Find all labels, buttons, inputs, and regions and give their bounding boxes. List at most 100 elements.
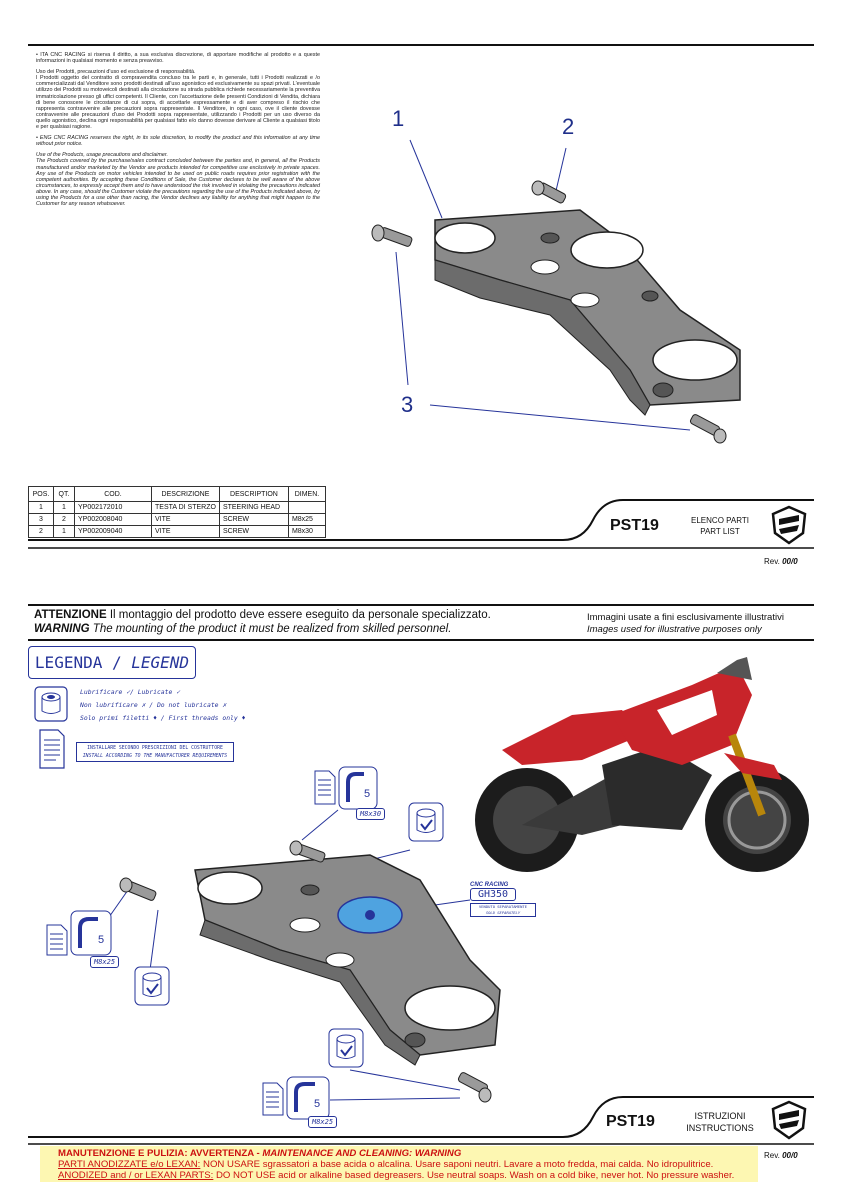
lightening-hole-b1 <box>289 917 321 933</box>
boss-hole-b1 <box>300 884 320 896</box>
maintenance-it: PARTI ANODIZZATE e/o LEXAN: NON USARE sg… <box>58 1159 713 1170</box>
rev-label-1: Rev. <box>764 557 780 566</box>
disclaimer-ita-head: • ITA CNC RACING si riserva il diritto, … <box>36 52 320 65</box>
instructions-en: INSTRUCTIONS <box>686 1123 754 1133</box>
steering-head-drawing <box>371 139 741 444</box>
leader-line-2 <box>554 147 567 196</box>
parts-table: POS. QT. COD. DESCRIZIONE DESCRIPTION DI… <box>28 486 326 538</box>
cell-descrizione: VITE <box>151 525 220 538</box>
screw-m8x25-b <box>457 1072 492 1103</box>
callout-1: 1 <box>392 106 405 131</box>
document-icon <box>262 1082 284 1116</box>
callout-2: 2 <box>562 114 575 139</box>
torque-value-2: 5 <box>98 934 105 946</box>
leader-lube-2 <box>149 909 159 971</box>
front-fender <box>724 753 782 780</box>
cell-description: SCREW <box>218 525 289 538</box>
windscreen <box>717 657 752 680</box>
leader-line-3a <box>395 251 409 386</box>
fork-hole-left <box>434 222 496 254</box>
document-icon <box>39 729 65 769</box>
disclaimer-eng-title: Use of the Products, usage precautions a… <box>36 152 168 159</box>
screw-3-left <box>371 224 413 247</box>
gh350-note-en: SOLD SEPARATELY <box>485 910 521 915</box>
legend-lubricate: Lubrificare ✓/ Lubricate ✓ <box>80 688 181 696</box>
lightening-hole-b2 <box>325 952 355 968</box>
document-icon <box>314 770 336 805</box>
warning-it-text: Il montaggio del prodotto deve essere es… <box>106 609 491 621</box>
rev-value-2: 00/0 <box>782 1151 798 1160</box>
instructions-label: ISTRUZIONI INSTRUCTIONS <box>680 1110 760 1134</box>
gh350-center <box>365 910 375 920</box>
revision-2: Rev. 00/0 <box>764 1151 798 1160</box>
maintenance-title-it: MANUTENZIONE E PULIZIA: AVVERTENZA - <box>58 1148 263 1159</box>
gh350-note-it: VENDUTO SEPARATAMENTE <box>478 904 527 909</box>
leader-m8x30 <box>301 809 339 841</box>
part-code-1: PST19 <box>610 517 659 534</box>
clamp-side <box>434 259 651 416</box>
rev-label-2: Rev. <box>764 1151 780 1160</box>
gh350-sold-separately: VENDUTO SEPARATAMENTE SOLD SEPARATELY <box>470 903 536 917</box>
install-note: INSTALLARE SECONDO PRESCRIZIONI DEL COST… <box>76 742 234 762</box>
lightening-hole-1 <box>530 259 560 275</box>
torque-wrench-icon <box>70 910 112 956</box>
tail-section <box>502 710 642 765</box>
maintenance-it-text: NON USARE sgrassatori a base acida o alc… <box>200 1159 714 1170</box>
legend-title-it: LEGENDA <box>34 653 103 672</box>
instructions-it: ISTRUZIONI <box>694 1111 746 1121</box>
top-border <box>28 44 814 46</box>
boss-hole-1 <box>540 232 560 244</box>
callout-3: 3 <box>401 392 414 417</box>
lubricant-can-icon <box>408 802 444 842</box>
disclaimer-eng-head: • ENG CNC RACING reserves the right, in … <box>36 135 320 148</box>
torque-value-1: 5 <box>364 788 371 800</box>
cnc-racing-logo <box>771 505 807 545</box>
legend-no-lubricate: Non lubrificare ✗ / Do not lubricate ✗ <box>80 701 227 709</box>
lightening-hole-2 <box>570 292 600 308</box>
maintenance-en: ANODIZED and / or LEXAN PARTS: DO NOT US… <box>58 1170 734 1181</box>
pinch-hole <box>652 382 674 398</box>
table-row: 1 1 YP002172010 TESTA DI STERZO STEERING… <box>28 501 326 514</box>
cell-dimen: M8x25 <box>287 513 326 526</box>
disclaimer-ita-title: Uso dei Prodotti, precauzioni d'uso ed e… <box>36 69 196 76</box>
lubricant-can-icon <box>34 686 68 722</box>
warning-en-bold: WARNING <box>34 623 90 635</box>
pinch-hole-2 <box>404 1032 426 1048</box>
cell-cod: YP002009040 <box>74 525 152 538</box>
rev-value-1: 00/0 <box>782 557 798 566</box>
gh350-code: GH350 <box>470 888 516 901</box>
maintenance-en-text: DO NOT USE acid or alkaline based degrea… <box>213 1170 735 1181</box>
section-divider <box>28 604 814 606</box>
gh350-brand: CNC RACING <box>470 882 509 888</box>
boss-hole-2 <box>641 290 659 302</box>
gh350-callout: CNC RACING GH350 VENDUTO SEPARATAMENTE S… <box>470 882 536 924</box>
legend-first-threads: Solo primi filetti ♦ / First threads onl… <box>80 714 246 722</box>
screw-m8x25-a <box>119 877 157 901</box>
images-note-en: Images used for illustrative purposes on… <box>587 624 762 635</box>
cnc-racing-logo <box>771 1100 807 1140</box>
warning-en: WARNING The mounting of the product it m… <box>34 623 451 635</box>
leader-lube-3 <box>349 1069 461 1091</box>
screw-3-right <box>689 414 727 444</box>
part-code-2: PST19 <box>606 1113 655 1130</box>
table-row: 2 1 YP002009040 VITE SCREW M8x30 <box>28 525 326 538</box>
maintenance-banner: MANUTENZIONE E PULIZIA: AVVERTENZA - MAI… <box>40 1146 758 1182</box>
leader-m8x25-b <box>329 1097 461 1101</box>
fork-hole-left-2 <box>197 871 263 905</box>
disclaimer-text: • ITA CNC RACING si riserva il diritto, … <box>36 52 320 212</box>
document-icon <box>46 924 68 956</box>
maintenance-it-label: PARTI ANODIZZATE e/o LEXAN: <box>58 1159 201 1170</box>
warning-underline <box>28 639 814 641</box>
cell-dimen: M8x30 <box>287 525 326 538</box>
engine <box>602 745 712 830</box>
leader-line-3b <box>429 404 691 431</box>
clamp-side-2 <box>199 919 421 1066</box>
torque-value-3: 5 <box>314 1098 321 1110</box>
size-label-m8x25-a: M8x25 <box>90 956 120 968</box>
fork-hole-right-2 <box>404 985 496 1031</box>
fork <box>728 733 766 817</box>
fork-hole-right <box>652 339 738 381</box>
assembly-drawing <box>99 809 501 1103</box>
rear-rim <box>493 786 561 854</box>
lubricant-can-icon <box>134 966 170 1006</box>
